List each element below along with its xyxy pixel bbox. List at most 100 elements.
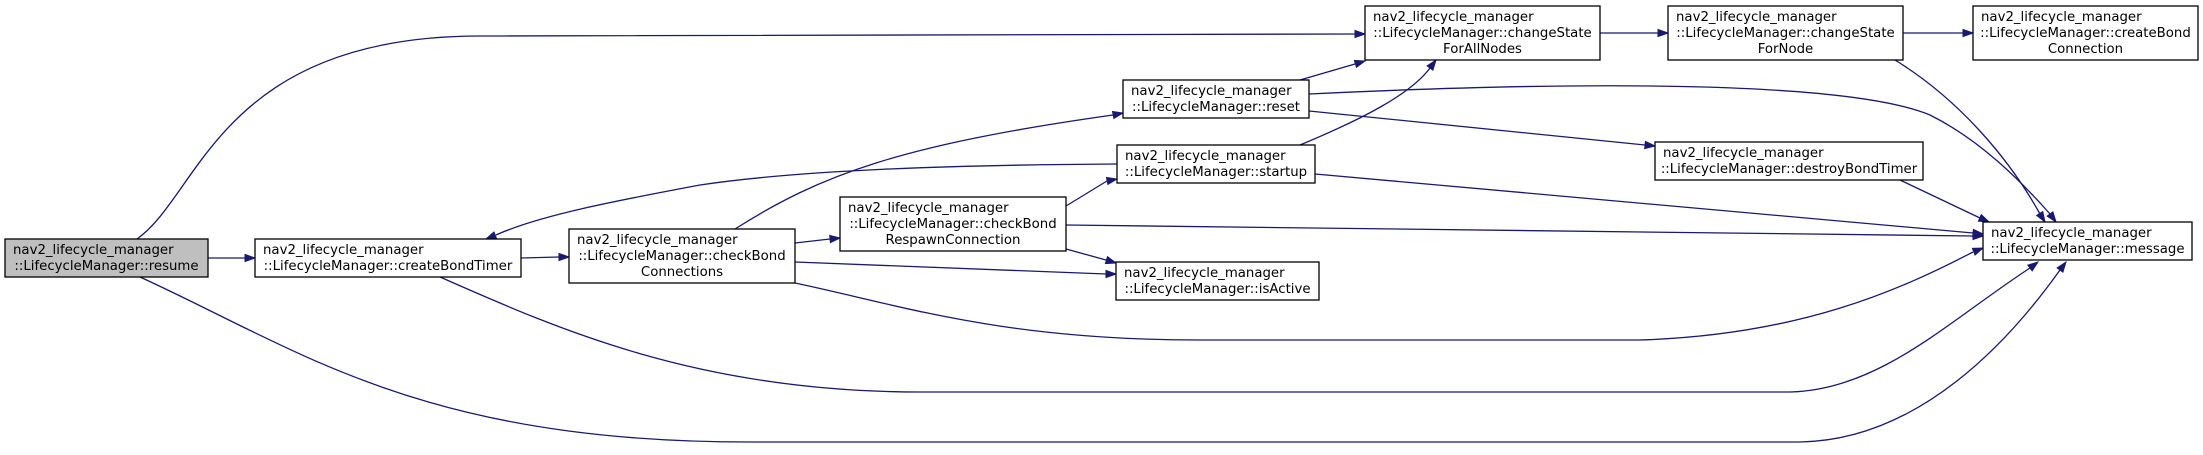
- node-resume[interactable]: nav2_lifecycle_manager::LifecycleManager…: [4, 238, 209, 278]
- node-label-line: ::LifecycleManager::reset: [1132, 100, 1300, 115]
- edge-checkBondRespawnConnection-to-message: [1065, 224, 1985, 241]
- edge-line: [1065, 180, 1108, 207]
- edge-line: [1899, 179, 1981, 219]
- edge-resume-to-createBondTimer: [208, 253, 257, 263]
- nodes: nav2_lifecycle_manager::LifecycleManager…: [4, 5, 2199, 301]
- node-label-line: nav2_lifecycle_manager: [1981, 10, 2142, 25]
- node-label-line: ForAllNodes: [1443, 42, 1522, 57]
- node-box[interactable]: [839, 196, 1067, 252]
- edge-line: [1299, 67, 1431, 146]
- node-label-line: nav2_lifecycle_manager: [1124, 266, 1285, 281]
- node-box[interactable]: [1364, 5, 1601, 61]
- node-box[interactable]: [1982, 221, 2193, 261]
- edge-arrowhead: [2027, 261, 2040, 272]
- edge-line: [794, 251, 1974, 341]
- edge-arrowhead: [2046, 211, 2057, 224]
- node-isActive[interactable]: nav2_lifecycle_manager::LifecycleManager…: [1115, 261, 1320, 301]
- edge-line: [439, 267, 2031, 393]
- edge-checkBondConnections-to-reset: [734, 110, 1125, 230]
- node-box[interactable]: [1654, 141, 1924, 181]
- node-changeStateForAllNodes[interactable]: nav2_lifecycle_manager::LifecycleManager…: [1364, 5, 1601, 61]
- node-checkBondRespawnConnection[interactable]: nav2_lifecycle_manager::LifecycleManager…: [839, 196, 1067, 252]
- node-label-line: ::LifecycleManager::isActive: [1124, 282, 1310, 297]
- edge-arrowhead: [1972, 228, 1985, 238]
- node-label-line: nav2_lifecycle_manager: [1373, 10, 1534, 25]
- edge-checkBondRespawnConnection-to-startup: [1065, 176, 1119, 207]
- node-label-line: ::LifecycleManager::startup: [1125, 165, 1307, 180]
- edges: [136, 28, 2067, 443]
- edge-line: [1308, 110, 1646, 146]
- edge-line: [520, 256, 560, 259]
- edge-startup-to-changeStateForAllNodes: [1299, 58, 1437, 146]
- edge-checkBondConnections-to-message: [794, 247, 1985, 341]
- node-label-line: nav2_lifecycle_manager: [13, 243, 174, 258]
- edge-line: [1299, 63, 1356, 81]
- node-label-line: ::LifecycleManager::checkBond: [578, 249, 785, 264]
- edge-arrowhead: [1104, 255, 1118, 265]
- edge-checkBondConnections-to-isActive: [794, 261, 1118, 279]
- node-box[interactable]: [1115, 261, 1320, 301]
- edge-line: [794, 261, 1107, 275]
- node-destroyBondTimer[interactable]: nav2_lifecycle_manager::LifecycleManager…: [1654, 141, 1924, 181]
- edge-resume-to-message: [139, 260, 2067, 443]
- node-box[interactable]: [568, 228, 796, 284]
- edge-arrowhead: [244, 253, 257, 263]
- node-label-line: ::LifecycleManager::message: [1990, 242, 2184, 257]
- edge-arrowhead: [1354, 29, 1367, 39]
- node-label-line: ::LifecycleManager::createBondTimer: [264, 259, 513, 274]
- node-box[interactable]: [1116, 144, 1316, 184]
- edge-arrowhead: [1353, 59, 1367, 69]
- edge-arrowhead: [2056, 260, 2067, 273]
- node-label-line: Connections: [641, 265, 723, 280]
- node-changeStateForNode[interactable]: nav2_lifecycle_manager::LifecycleManager…: [1667, 5, 1904, 61]
- node-box[interactable]: [1122, 79, 1310, 119]
- node-label-line: ::LifecycleManager::createBond: [1980, 26, 2191, 41]
- edge-arrowhead: [1971, 247, 1985, 256]
- node-createBondTimer[interactable]: nav2_lifecycle_manager::LifecycleManager…: [254, 238, 522, 278]
- node-label-line: nav2_lifecycle_manager: [1131, 84, 1292, 99]
- edge-reset-to-destroyBondTimer: [1308, 110, 1657, 150]
- node-label-line: ForNode: [1758, 42, 1813, 57]
- edge-line: [136, 33, 1356, 240]
- edge-arrowhead: [1977, 213, 1991, 223]
- node-label-line: Connection: [2048, 42, 2123, 57]
- edge-line: [495, 163, 1118, 236]
- edge-line: [794, 238, 831, 244]
- edge-arrowhead: [1644, 140, 1657, 150]
- node-startup[interactable]: nav2_lifecycle_manager::LifecycleManager…: [1116, 144, 1316, 184]
- node-box[interactable]: [1667, 5, 1904, 61]
- node-box[interactable]: [254, 238, 522, 278]
- edge-checkBondConnections-to-checkBondRespawnConnection: [794, 234, 842, 244]
- edge-line: [1065, 224, 1974, 237]
- node-createBondConnection[interactable]: nav2_lifecycle_manager::LifecycleManager…: [1972, 5, 2199, 61]
- edge-line: [1065, 248, 1107, 261]
- edge-line: [139, 269, 2061, 443]
- edge-reset-to-changeStateForAllNodes: [1299, 59, 1367, 81]
- edge-arrowhead: [829, 234, 842, 244]
- edge-arrowhead: [2035, 210, 2046, 224]
- edge-line: [1894, 59, 2041, 215]
- node-checkBondConnections[interactable]: nav2_lifecycle_manager::LifecycleManager…: [568, 228, 796, 284]
- edge-arrowhead: [1105, 176, 1119, 186]
- edge-startup-to-message: [1314, 173, 1985, 238]
- node-reset[interactable]: nav2_lifecycle_manager::LifecycleManager…: [1122, 79, 1310, 119]
- node-label-line: RespawnConnection: [886, 233, 1021, 248]
- edge-arrowhead: [558, 252, 571, 262]
- node-box[interactable]: [4, 238, 209, 278]
- edge-destroyBondTimer-to-message: [1899, 179, 1991, 223]
- edge-arrowhead: [1105, 269, 1118, 279]
- edge-line: [1308, 85, 2051, 215]
- edge-resume-to-changeStateForAllNodes: [136, 29, 1367, 240]
- edge-arrowhead: [484, 231, 498, 240]
- node-message[interactable]: nav2_lifecycle_manager::LifecycleManager…: [1982, 221, 2193, 261]
- edge-createBondTimer-to-message: [439, 261, 2040, 393]
- node-box[interactable]: [1972, 5, 2199, 61]
- node-label-line: nav2_lifecycle_manager: [263, 243, 424, 258]
- node-label-line: nav2_lifecycle_manager: [1125, 149, 1286, 164]
- edge-arrowhead: [1426, 58, 1437, 71]
- edge-arrowhead: [1111, 110, 1125, 120]
- edge-checkBondRespawnConnection-to-isActive: [1065, 248, 1118, 265]
- node-label-line: ::LifecycleManager::checkBond: [849, 217, 1056, 232]
- node-label-line: nav2_lifecycle_manager: [1663, 146, 1824, 161]
- node-label-line: ::LifecycleManager::changeState: [1373, 26, 1591, 41]
